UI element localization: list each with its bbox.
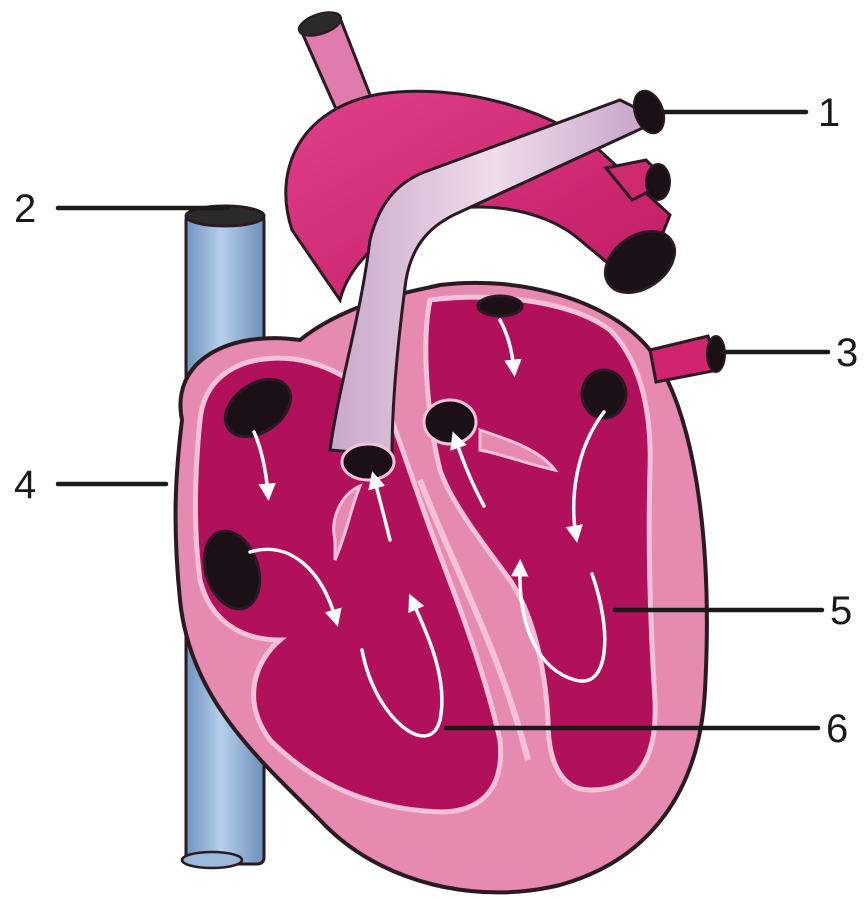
label-6: 6 xyxy=(826,707,848,751)
label-1: 1 xyxy=(818,91,840,135)
label-5: 5 xyxy=(830,589,852,633)
label-4: 4 xyxy=(14,463,36,507)
label-3: 3 xyxy=(836,331,858,375)
label-2: 2 xyxy=(14,187,36,231)
pulmonary-vein xyxy=(650,336,725,382)
